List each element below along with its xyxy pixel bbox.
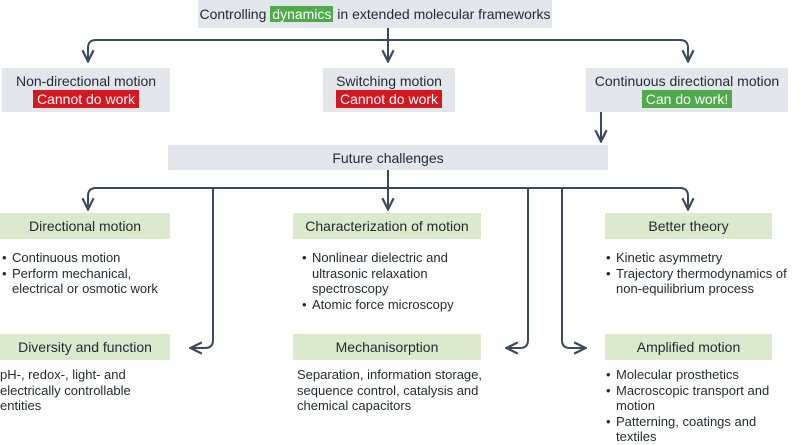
- future-challenges-box: Future challenges: [168, 145, 608, 170]
- amplified-header: Amplified motion: [605, 334, 772, 360]
- top-text-highlight: dynamics: [270, 6, 334, 22]
- list-item: Kinetic asymmetry: [606, 250, 796, 266]
- directional-header: Directional motion: [0, 213, 170, 239]
- characterization-header: Characterization of motion: [293, 213, 481, 239]
- top-text-before: Controlling: [199, 6, 271, 22]
- list-item: Macroscopic transport and motion: [606, 383, 784, 414]
- continuous-box: Continuous directional motion Can do wor…: [586, 68, 788, 112]
- top-box: Controlling dynamics in extended molecul…: [198, 0, 552, 28]
- characterization-title: Characterization of motion: [305, 218, 469, 234]
- theory-header: Better theory: [605, 213, 772, 239]
- diversity-text: pH-, redox-, light- and electrically con…: [0, 367, 131, 413]
- top-text-after: in extended molecular frameworks: [333, 6, 551, 22]
- directional-list: Continuous motion Perform mechanical, el…: [2, 250, 182, 297]
- list-item: Nonlinear dielectric and ultrasonic rela…: [302, 250, 502, 297]
- arrow-to-theory: [388, 187, 688, 208]
- list-item: Patterning, coatings and textiles: [606, 414, 784, 445]
- nondirectional-title: Non-directional motion: [15, 72, 157, 89]
- diversity-title: Diversity and function: [18, 339, 152, 355]
- list-item: Continuous motion: [2, 250, 182, 266]
- switching-title: Switching motion: [336, 72, 442, 89]
- nondirectional-tag: Cannot do work: [32, 89, 140, 108]
- switching-box: Switching motion Cannot do work: [323, 68, 455, 112]
- list-item: Perform mechanical, electrical or osmoti…: [2, 266, 182, 297]
- list-item: Molecular prosthetics: [606, 367, 784, 383]
- amplified-list: Molecular prosthetics Macroscopic transp…: [606, 367, 784, 445]
- list-item: Atomic force microscopy: [302, 297, 502, 313]
- mechanisorption-text: Separation, information storage, sequenc…: [297, 367, 482, 413]
- directional-title: Directional motion: [28, 218, 142, 234]
- switching-tag: Cannot do work: [335, 89, 443, 108]
- arrow-to-continuous: [388, 39, 688, 60]
- nondirectional-box: Non-directional motion Cannot do work: [2, 68, 170, 112]
- amplified-title: Amplified motion: [636, 339, 741, 355]
- theory-list: Kinetic asymmetry Trajectory thermodynam…: [606, 250, 796, 297]
- characterization-list: Nonlinear dielectric and ultrasonic rela…: [302, 250, 502, 312]
- continuous-tag: Can do work!: [641, 89, 733, 108]
- mechanisorption-header: Mechanisorption: [293, 334, 481, 360]
- continuous-title: Continuous directional motion: [594, 72, 780, 89]
- diversity-header: Diversity and function: [0, 334, 170, 360]
- arrow-to-amplified: [561, 188, 584, 348]
- theory-title: Better theory: [648, 218, 729, 234]
- future-challenges-label: Future challenges: [332, 149, 444, 166]
- arrow-to-mechanisorption: [508, 188, 529, 348]
- arrow-to-diversity: [192, 188, 214, 348]
- list-item: Trajectory thermodynamics of non-equilib…: [606, 266, 796, 297]
- mechanisorption-title: Mechanisorption: [335, 339, 439, 355]
- arrow-to-nondirectional: [88, 28, 389, 60]
- arrow-to-directional: [88, 170, 389, 208]
